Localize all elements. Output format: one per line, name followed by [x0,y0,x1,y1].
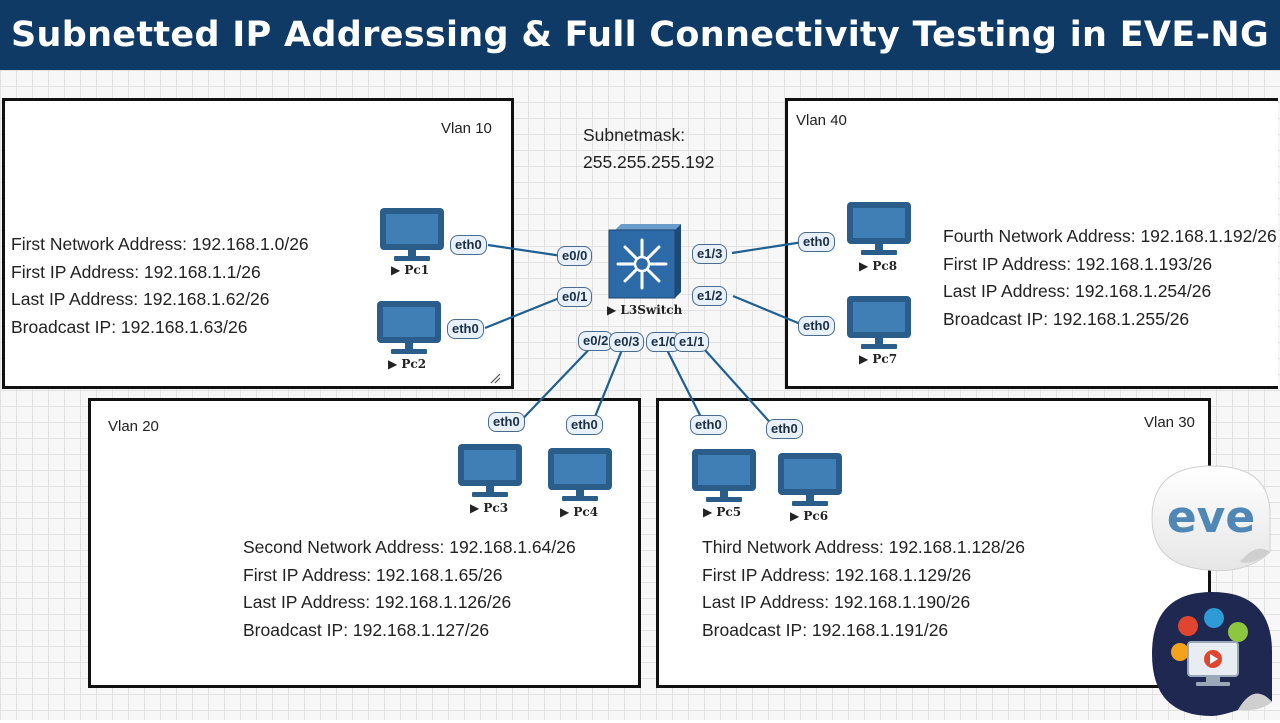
play-icon: ▶ [560,505,574,519]
play-icon: ▶ [388,357,402,371]
link-pc8-switch [731,240,804,255]
subnet-mask-note: Subnetmask: 255.255.255.192 [583,122,714,176]
computer-icon [548,448,612,501]
pc7[interactable] [845,294,913,357]
vlan-40-first-ip: First IP Address: 192.168.1.193/26 [943,253,1213,274]
vlan-40-label: Vlan 40 [796,112,847,129]
pc3-port-eth0[interactable]: eth0 [488,412,525,432]
vlan-10-info: First Network Address: 192.168.1.0/26 Fi… [11,231,309,341]
port-e1-3[interactable]: e1/3 [692,244,728,264]
vlan-10-network-address: First Network Address: 192.168.1.0/26 [11,234,309,254]
pc6-label: ▶ Pc6 [790,509,829,523]
play-icon: ▶ [391,263,405,277]
link-pc1-switch [487,243,563,258]
subnet-mask-label: Subnetmask: [583,125,686,145]
port-e0-2[interactable]: e0/2 [578,331,614,351]
play-icon: ▶ [790,509,804,523]
eve-logo-text: eve [1167,492,1255,543]
vlan-30-info: Third Network Address: 192.168.1.128/26 … [702,534,1025,644]
port-e1-2[interactable]: e1/2 [692,286,728,306]
vlan-20-box: Vlan 20 Second Network Address: 192.168.… [88,398,641,688]
pc2-label: ▶ Pc2 [388,357,427,371]
computer-icon [778,453,842,506]
switch-label: ▶ L3Switch [607,303,683,317]
computer-icon [847,202,911,255]
play-icon: ▶ [470,501,484,515]
pc8-port-eth0[interactable]: eth0 [798,232,835,252]
play-icon: ▶ [859,259,873,273]
vlan-40-network-address: Fourth Network Address: 192.168.1.192/26 [943,226,1277,246]
link-pc2-switch [484,295,563,330]
port-e0-1[interactable]: e0/1 [557,287,593,307]
link-pc7-switch [732,294,804,327]
pc8[interactable] [845,200,913,263]
computer-icon [692,449,756,502]
pc1-label: ▶ Pc1 [391,263,430,277]
pc7-port-eth0[interactable]: eth0 [798,316,835,336]
vlan-30-last-ip: Last IP Address: 192.168.1.190/26 [702,592,971,612]
computer-icon [847,296,911,349]
vlan-20-network-address: Second Network Address: 192.168.1.64/26 [243,537,576,557]
play-icon: ▶ [607,303,621,317]
port-e1-1[interactable]: e1/1 [674,332,710,352]
vlan-20-first-ip: First IP Address: 192.168.1.65/26 [243,564,503,585]
eve-logo: eve [1148,462,1274,574]
pc6[interactable] [776,451,844,514]
play-icon: ▶ [703,505,717,519]
vlan-30-first-ip: First IP Address: 192.168.1.129/26 [702,564,972,585]
vlan-30-broadcast-ip: Broadcast IP: 192.168.1.191/26 [702,619,949,640]
pc7-label: ▶ Pc7 [859,352,898,366]
network-links [484,240,804,439]
vlan-30-label: Vlan 30 [1144,414,1195,431]
port-e1-0[interactable]: e1/0 [646,332,682,352]
vlan-30-network-address: Third Network Address: 192.168.1.128/26 [702,537,1025,557]
vlan-10-label: Vlan 10 [441,120,492,137]
vlan-40-box: Vlan 40 Fourth Network Address: 192.168.… [785,98,1278,389]
vlan-10-last-ip: Last IP Address: 192.168.1.62/26 [11,289,270,309]
pc4-label: ▶ Pc4 [560,505,599,519]
pc5[interactable] [690,447,758,510]
resize-handle-icon[interactable] [489,372,501,384]
computer-icon [377,301,441,354]
pc1-port-eth0[interactable]: eth0 [450,235,487,255]
pc4[interactable] [546,446,614,509]
pc2-port-eth0[interactable]: eth0 [447,319,484,339]
vlan-30-box: Vlan 30 Third Network Address: 192.168.1… [656,398,1211,688]
vlan-20-info: Second Network Address: 192.168.1.64/26 … [243,534,576,644]
pc4-port-eth0[interactable]: eth0 [566,415,603,435]
title-bar: Subnetted IP Addressing & Full Connectiv… [0,0,1280,70]
play-icon: ▶ [859,352,873,366]
vlan-20-last-ip: Last IP Address: 192.168.1.126/26 [243,592,512,612]
pc5-label: ▶ Pc5 [703,505,742,519]
computer-icon [458,444,522,497]
vlan-10-first-ip: First IP Address: 192.168.1.1/26 [11,261,261,282]
switch-icon [608,224,681,299]
computer-icon [380,208,444,261]
topology-canvas: Vlan 10 First Network Address: 192.168.1… [0,70,1280,720]
pc8-label: ▶ Pc8 [859,259,898,273]
pc5-port-eth0[interactable]: eth0 [690,415,727,435]
pc3[interactable] [456,442,524,505]
vlan-10-broadcast-ip: Broadcast IP: 192.168.1.63/26 [11,316,248,337]
vlan-40-broadcast-ip: Broadcast IP: 192.168.1.255/26 [943,308,1190,329]
subnet-mask-value: 255.255.255.192 [583,152,715,172]
pc3-label: ▶ Pc3 [470,501,509,515]
l3-switch[interactable] [605,222,683,300]
port-e0-0[interactable]: e0/0 [557,246,593,266]
page-title: Subnetted IP Addressing & Full Connectiv… [11,15,1269,55]
pc1[interactable] [378,206,446,269]
vlan-20-label: Vlan 20 [108,418,159,435]
vlan-40-last-ip: Last IP Address: 192.168.1.254/26 [943,281,1212,301]
port-e0-3[interactable]: e0/3 [609,332,645,352]
link-pc3-switch [510,339,599,432]
vlan-20-broadcast-ip: Broadcast IP: 192.168.1.127/26 [243,619,490,640]
vlan-40-info: Fourth Network Address: 192.168.1.192/26… [943,223,1277,333]
channel-logo [1150,590,1274,718]
pc6-port-eth0[interactable]: eth0 [766,419,803,439]
pc2[interactable] [375,299,443,362]
channel-logo-icon [1152,592,1272,716]
eve-logo-icon: eve [1151,465,1271,572]
